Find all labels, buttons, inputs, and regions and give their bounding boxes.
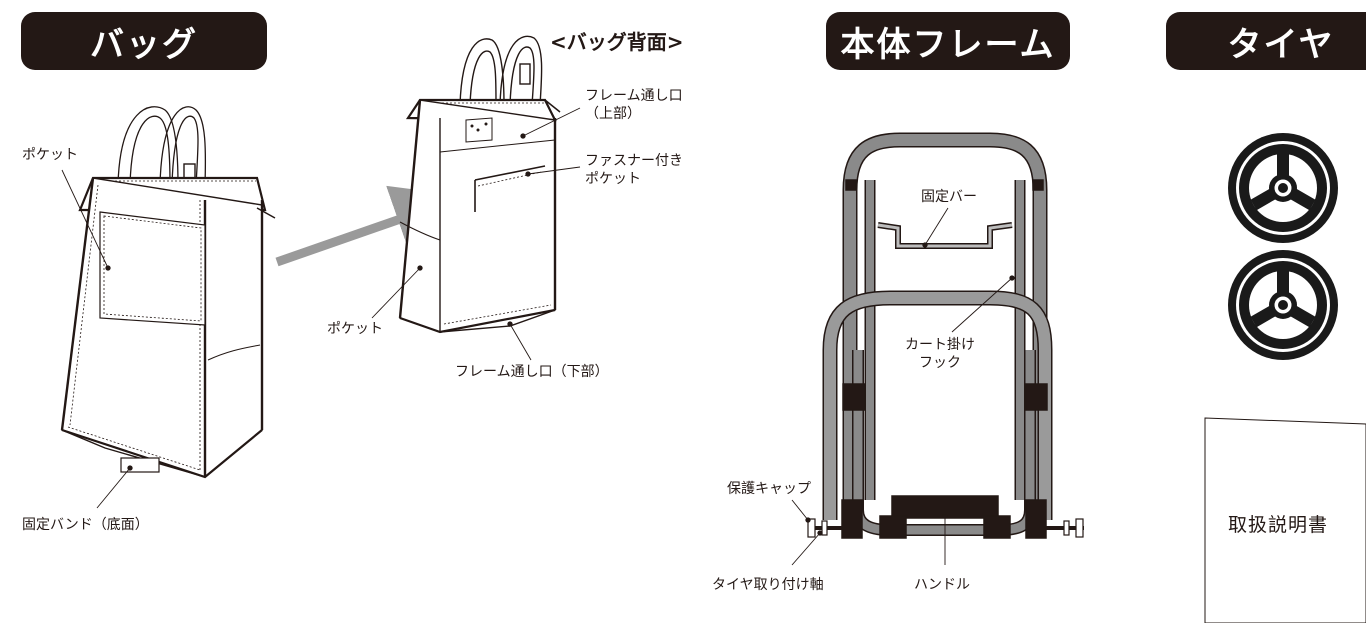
arrow-to-back-view bbox=[275, 185, 466, 267]
section-title-bag: バッグ bbox=[21, 12, 267, 70]
section-title-bag-text: バッグ bbox=[90, 24, 198, 65]
manual-booklet bbox=[1204, 417, 1366, 623]
bag-front-illustration bbox=[60, 106, 276, 479]
label-pocket-back: ポケット bbox=[327, 321, 383, 337]
label-protective-cap: 保護キャップ bbox=[727, 481, 811, 497]
bag-back-illustration bbox=[398, 35, 561, 334]
label-zipper-pocket: ファスナー付き ポケット bbox=[585, 153, 683, 187]
frame-illustration bbox=[807, 132, 1084, 539]
label-manual: 取扱説明書 bbox=[1228, 514, 1329, 536]
section-title-frame: 本体フレーム bbox=[826, 12, 1070, 70]
label-handle: ハンドル bbox=[914, 577, 970, 593]
tire-illustration bbox=[1228, 133, 1338, 360]
frame-leader-lines bbox=[791, 207, 1015, 566]
bag-leader-lines bbox=[61, 107, 581, 509]
bag-back-title: <バッグ背面> bbox=[550, 30, 684, 54]
section-title-tire: タイヤ bbox=[1166, 12, 1366, 70]
section-title-frame-text: 本体フレーム bbox=[840, 24, 1056, 65]
label-cart-hook: カート掛け フック bbox=[905, 337, 975, 371]
label-pocket-front: ポケット bbox=[22, 147, 78, 163]
section-title-tire-text: タイヤ bbox=[1227, 24, 1335, 65]
label-fixing-band: 固定バンド（底面） bbox=[22, 517, 149, 533]
label-frame-slot-bottom: フレーム通し口（下部） bbox=[455, 364, 609, 380]
label-tire-axle: タイヤ取り付け軸 bbox=[712, 577, 824, 593]
label-frame-slot-top: フレーム通し口 （上部） bbox=[585, 88, 683, 122]
label-fixing-bar: 固定バー bbox=[921, 189, 977, 205]
